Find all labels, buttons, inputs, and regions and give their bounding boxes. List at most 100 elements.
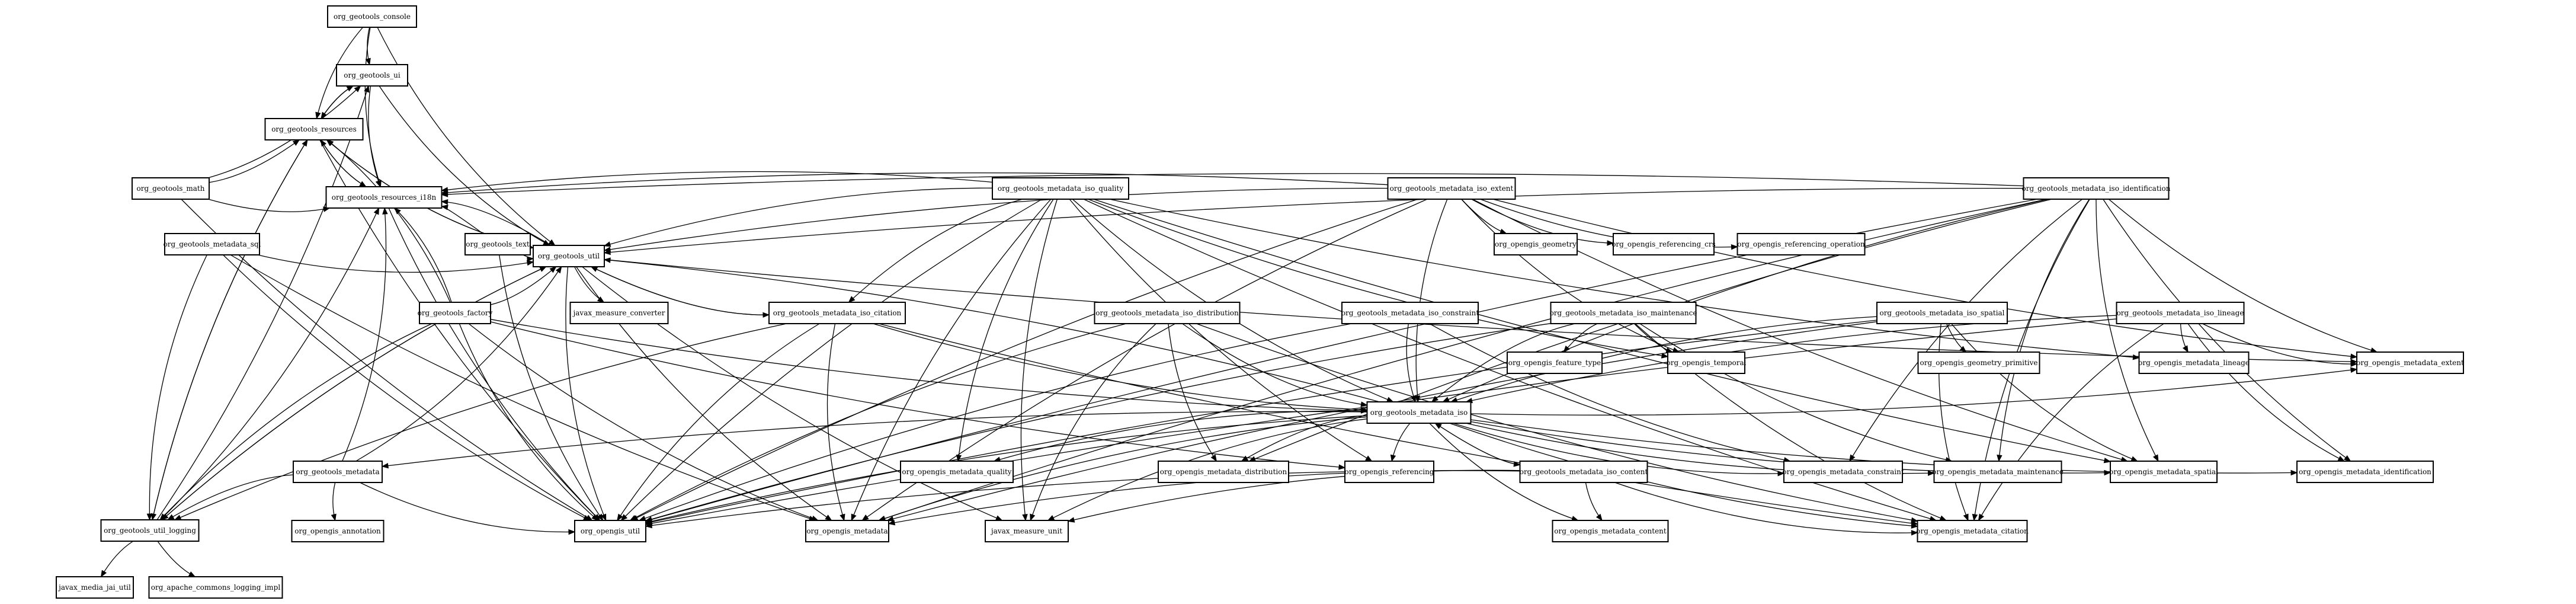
node-label: org_opengis_geometry_primitive	[1920, 359, 2038, 367]
dependency-edge	[159, 323, 432, 520]
dependency-edge	[565, 266, 607, 521]
dependency-edge	[1241, 415, 1367, 462]
arrowhead	[375, 180, 381, 188]
dependency-edge	[604, 187, 993, 247]
node-label: org_opengis_metadata	[806, 527, 887, 535]
dependency-edge	[320, 139, 367, 187]
node-label: org_geotools_metadata_iso	[1370, 408, 1468, 417]
node-label: org_geotools_util	[538, 252, 600, 260]
dependency-edge	[174, 323, 787, 520]
node-label: org_opengis_metadata_spatial	[2109, 468, 2218, 476]
package-node-media-jai: javax_media_jai_util	[56, 576, 134, 599]
arrowhead	[1978, 513, 1984, 522]
arrowhead	[1030, 513, 1036, 522]
arrowhead	[2337, 456, 2346, 462]
node-box	[1783, 461, 1903, 483]
node-label: org_geotools_metadata_iso_extent	[1390, 184, 1514, 193]
node-label: org_opengis_geometry	[1495, 240, 1577, 248]
dependency-edge	[645, 319, 1877, 524]
arrowhead	[848, 296, 856, 303]
dependency-edge	[1435, 423, 1520, 465]
package-node-console: org_geotools_console	[327, 5, 417, 28]
dependency-edge	[1461, 199, 1680, 353]
node-box	[574, 520, 646, 542]
dependency-edge	[604, 259, 1380, 402]
node-label: org_opengis_metadata_citation	[1916, 527, 2029, 535]
node-box	[2138, 351, 2250, 374]
dependency-edge	[441, 172, 1388, 194]
package-node-og-md-identification: org_opengis_metadata_identification	[2296, 461, 2434, 483]
arrowhead	[292, 139, 300, 146]
arrowhead	[1390, 454, 1396, 462]
dependency-edge	[157, 541, 196, 577]
node-box	[569, 302, 669, 324]
package-node-iso-maintenance: org_geotools_metadata_iso_maintenance	[1550, 302, 1697, 324]
package-node-iso-citation: org_geotools_metadata_iso_citation	[768, 302, 906, 324]
node-label: org_opengis_referencing_operation	[1737, 240, 1865, 248]
node-box	[2116, 302, 2245, 324]
dependency-edge	[320, 139, 367, 187]
dependency-edge	[156, 85, 369, 520]
node-label: org_geotools_metadata_sql	[164, 240, 261, 248]
package-node-iso-constraint: org_geotools_metadata_iso_constraint	[1341, 302, 1479, 324]
package-node-og-md-distribution: org_opengis_metadata_distribution	[1158, 461, 1289, 483]
dependency-edge	[1978, 323, 2164, 521]
dependency-edge	[1030, 323, 1156, 521]
arrowhead	[956, 455, 962, 462]
node-label: org_geotools_metadata_iso_content	[1520, 468, 1648, 476]
arrowhead	[2350, 353, 2358, 359]
dependency-edge	[160, 207, 380, 520]
arrowhead	[851, 513, 857, 522]
dependency-edge	[879, 199, 2047, 521]
node-label: org_geotools_metadata_iso_quality	[998, 184, 1123, 193]
dependency-edge	[1196, 323, 1918, 522]
package-node-iso-extent: org_geotools_metadata_iso_extent	[1387, 177, 1516, 200]
dependency-edge	[377, 27, 556, 246]
arrowhead	[526, 260, 534, 266]
dependency-edge	[826, 323, 845, 521]
dependency-edge	[1429, 323, 1790, 462]
package-node-og-ref-crs: org_opengis_referencing_crs	[1611, 233, 1716, 255]
arrowhead	[1360, 401, 1368, 407]
node-label: org_opengis_metadata_constraint	[1782, 468, 1904, 476]
node-box	[291, 520, 385, 542]
dependency-edge	[1461, 199, 1507, 234]
arrowhead	[441, 204, 448, 210]
dependency-edge	[1998, 199, 2090, 462]
arrowhead	[591, 514, 599, 521]
package-node-og-md-extent: org_opengis_metadata_extent	[2356, 351, 2464, 374]
node-label: org_geotools_metadata	[296, 468, 379, 476]
dependency-edge	[1088, 199, 1668, 357]
node-box	[1094, 302, 1241, 324]
arrowhead	[1731, 244, 1738, 250]
arrowhead	[2130, 456, 2138, 462]
dependency-edge	[1109, 199, 2139, 359]
dependency-edge	[639, 323, 1352, 521]
dependency-edge	[848, 199, 1023, 303]
dependency-edge	[2187, 323, 2345, 462]
arrowhead	[1338, 464, 1346, 470]
node-label: org_geotools_resources_i18n	[332, 193, 437, 202]
arrowhead	[1972, 513, 1978, 522]
arrowhead	[527, 256, 534, 262]
node-label: org_opengis_referencing	[1345, 468, 1434, 476]
node-box	[1917, 520, 2028, 542]
node-box	[768, 302, 906, 324]
dependency-edge	[1471, 199, 1614, 244]
dependency-edge	[1435, 423, 1520, 465]
node-box	[1366, 401, 1472, 424]
dependency-edge	[631, 199, 1418, 521]
node-box	[1387, 177, 1516, 200]
node-box	[1344, 461, 1434, 483]
dependency-edge	[152, 139, 308, 520]
arrowhead	[645, 516, 653, 522]
node-box	[1158, 461, 1289, 483]
arrowhead	[326, 139, 334, 146]
node-box	[2356, 351, 2464, 374]
arrowhead	[555, 266, 562, 274]
dependency-edge	[1492, 199, 2357, 357]
arrowhead	[603, 257, 611, 263]
package-node-util-logging: org_geotools_util_logging	[100, 519, 200, 542]
dependency-edge	[604, 187, 1388, 251]
dependency-edge	[1563, 323, 1598, 353]
